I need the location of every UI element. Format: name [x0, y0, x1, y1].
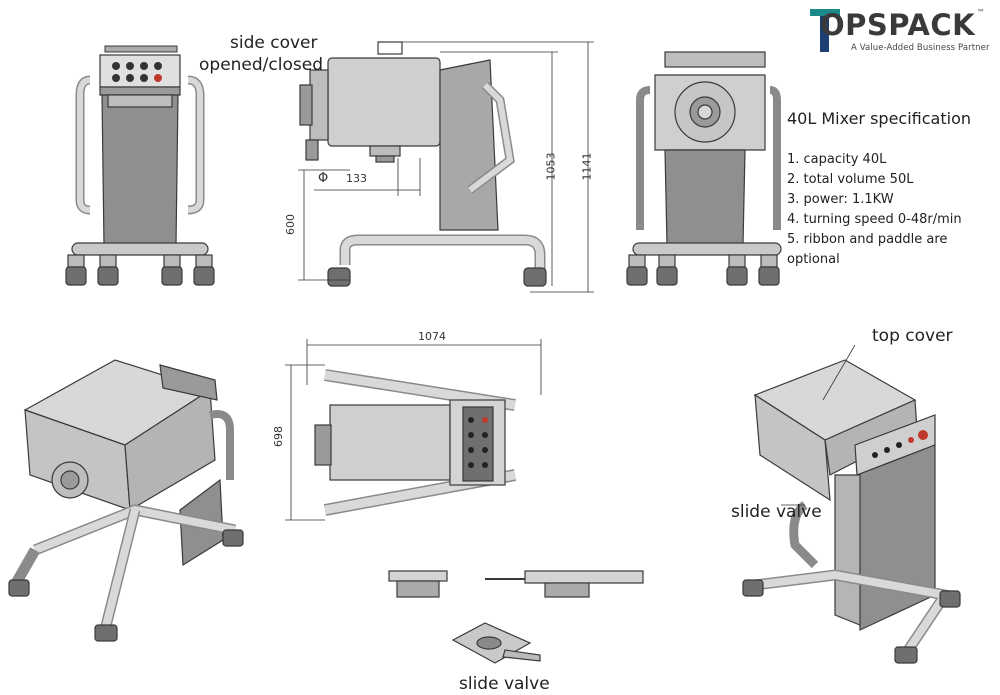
slide-valve-parts-drawing	[388, 570, 644, 664]
top-view-drawing	[285, 339, 542, 521]
spec-item: 5. ribbon and paddle are optional	[787, 232, 948, 267]
spec-item: 1. capacity 40L	[787, 152, 887, 167]
side-cover-label: side cover	[230, 33, 318, 53]
topspack-logo-mark	[810, 9, 840, 52]
front-view-drawing	[65, 45, 215, 286]
dimension-600: 600	[284, 214, 297, 235]
side-view-drawing	[298, 41, 594, 293]
slide-valve-label-right: slide valve	[731, 502, 822, 522]
opened-closed-label: opened/closed	[199, 55, 323, 75]
spec-item: 2. total volume 50L	[787, 172, 914, 187]
dimension-phi-symbol: Φ	[318, 171, 329, 186]
spec-item: 4. turning speed 0-48r/min	[787, 212, 962, 227]
dimension-698: 698	[272, 426, 285, 447]
spec-list: 1. capacity 40L 2. total volume 50L 3. p…	[787, 150, 992, 270]
iso-right-view-drawing	[742, 344, 961, 664]
spec-item: 3. power: 1.1KW	[787, 192, 894, 207]
dimension-133: 133	[346, 172, 367, 185]
logo-trademark: ™	[977, 8, 985, 17]
slide-valve-label-bottom: slide valve	[459, 674, 550, 694]
rear-view-drawing	[626, 51, 782, 286]
dimension-1074: 1074	[418, 330, 446, 343]
logo-tagline: A Value-Added Business Partner	[851, 43, 990, 53]
dimension-1141: 1141	[580, 152, 594, 181]
spec-title: 40L Mixer specification	[787, 109, 971, 128]
top-cover-label: top cover	[872, 326, 953, 346]
dimension-1053: 1053	[544, 152, 558, 181]
logo-wordmark: OPSPACK	[820, 8, 976, 42]
iso-left-view-drawing	[8, 359, 244, 642]
